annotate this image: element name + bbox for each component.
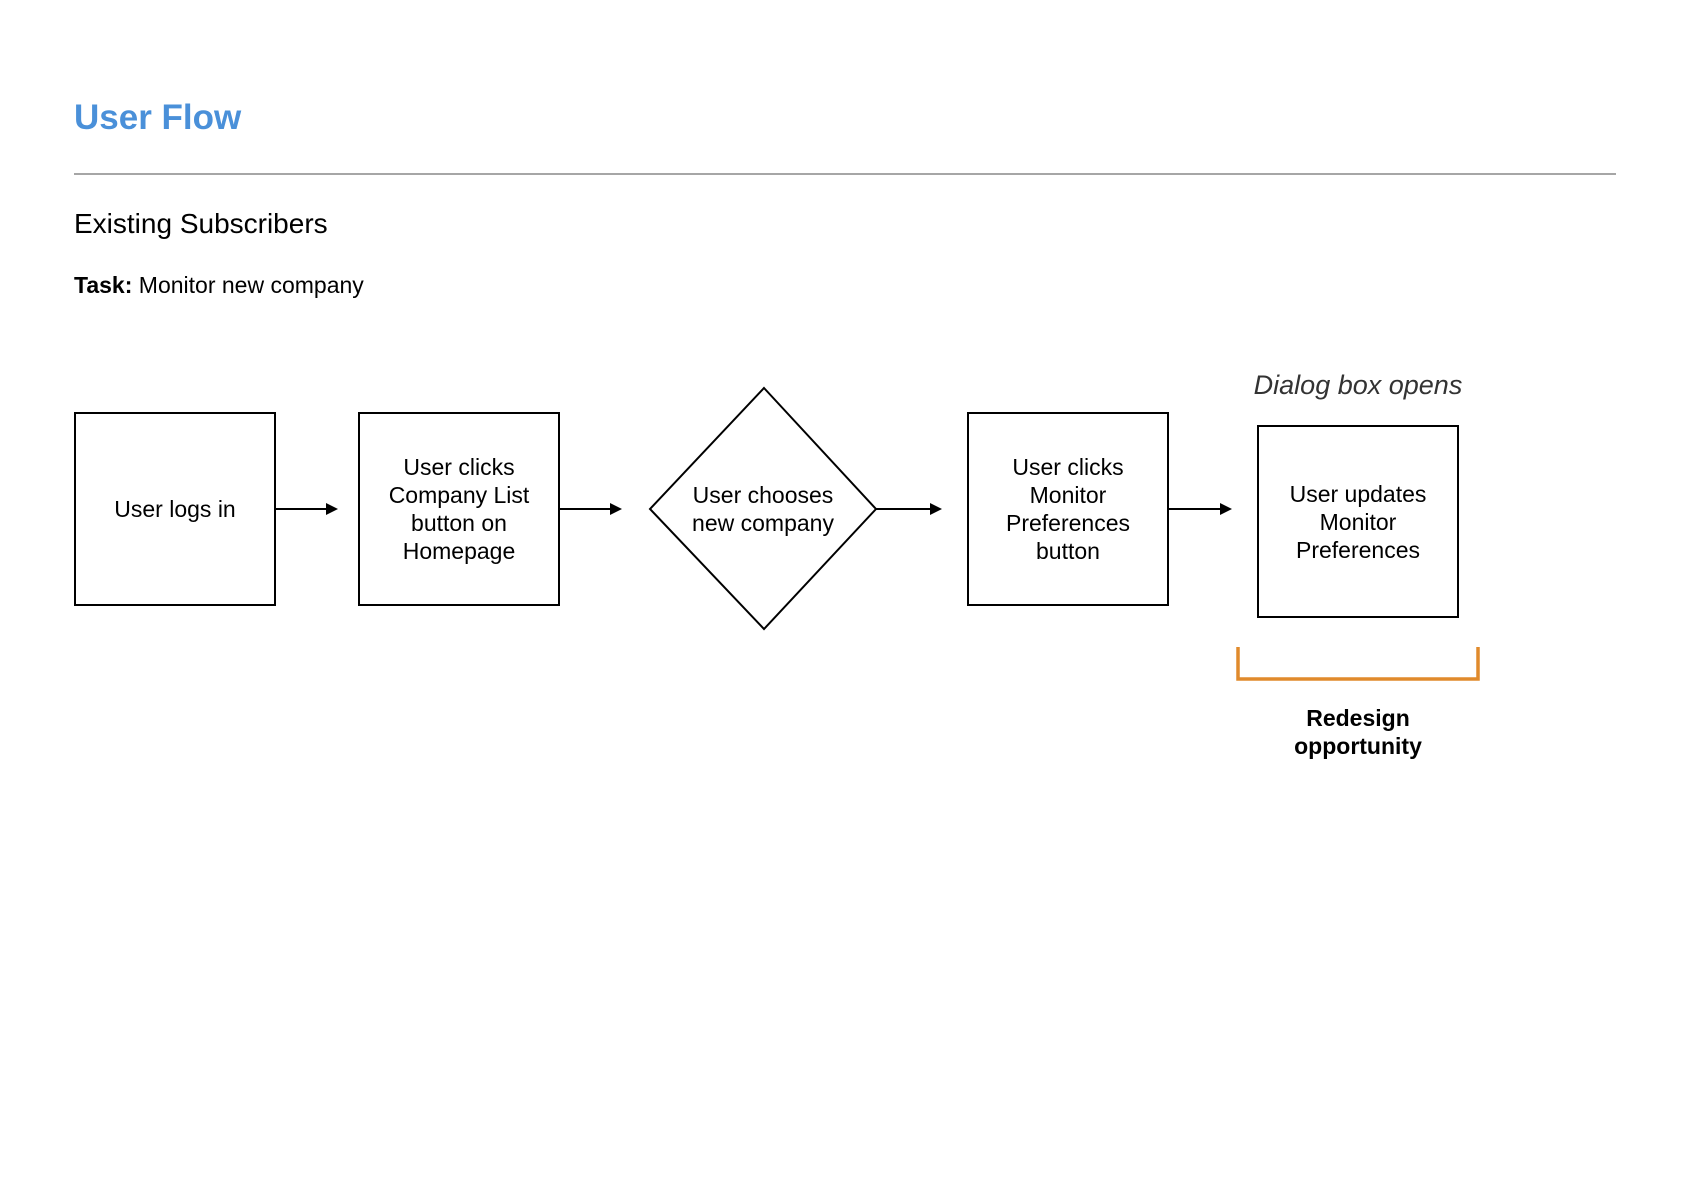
node-login-label: User logs in — [114, 496, 236, 522]
node-choose-company-label: User chooses new company — [692, 482, 834, 536]
node-monitor-prefs-button-label: User clicks Monitor Preferences button — [1005, 454, 1130, 564]
node-company-list-label: User clicks Company List button on Homep… — [388, 454, 530, 564]
node-update-prefs-box — [1257, 425, 1459, 618]
task-value: Monitor new company — [138, 272, 364, 298]
node-update-prefs-label: User updates Monitor Preferences — [1289, 480, 1427, 563]
node-login-box — [74, 412, 276, 606]
task-label: Task: — [74, 272, 133, 298]
annotation-redesign-opportunity: Redesign opportunity — [1294, 705, 1422, 759]
section-title: Existing Subscribers — [74, 208, 328, 239]
annotation-dialog-opens: Dialog box opens — [1253, 370, 1463, 400]
node-monitor-prefs-button-box — [967, 412, 1169, 606]
header-divider — [74, 173, 1616, 175]
page-title: User Flow — [74, 98, 242, 137]
node-choose-company-diamond — [648, 386, 878, 631]
task-line: Task: Monitor new company — [74, 274, 364, 297]
redesign-bracket — [1236, 647, 1480, 681]
